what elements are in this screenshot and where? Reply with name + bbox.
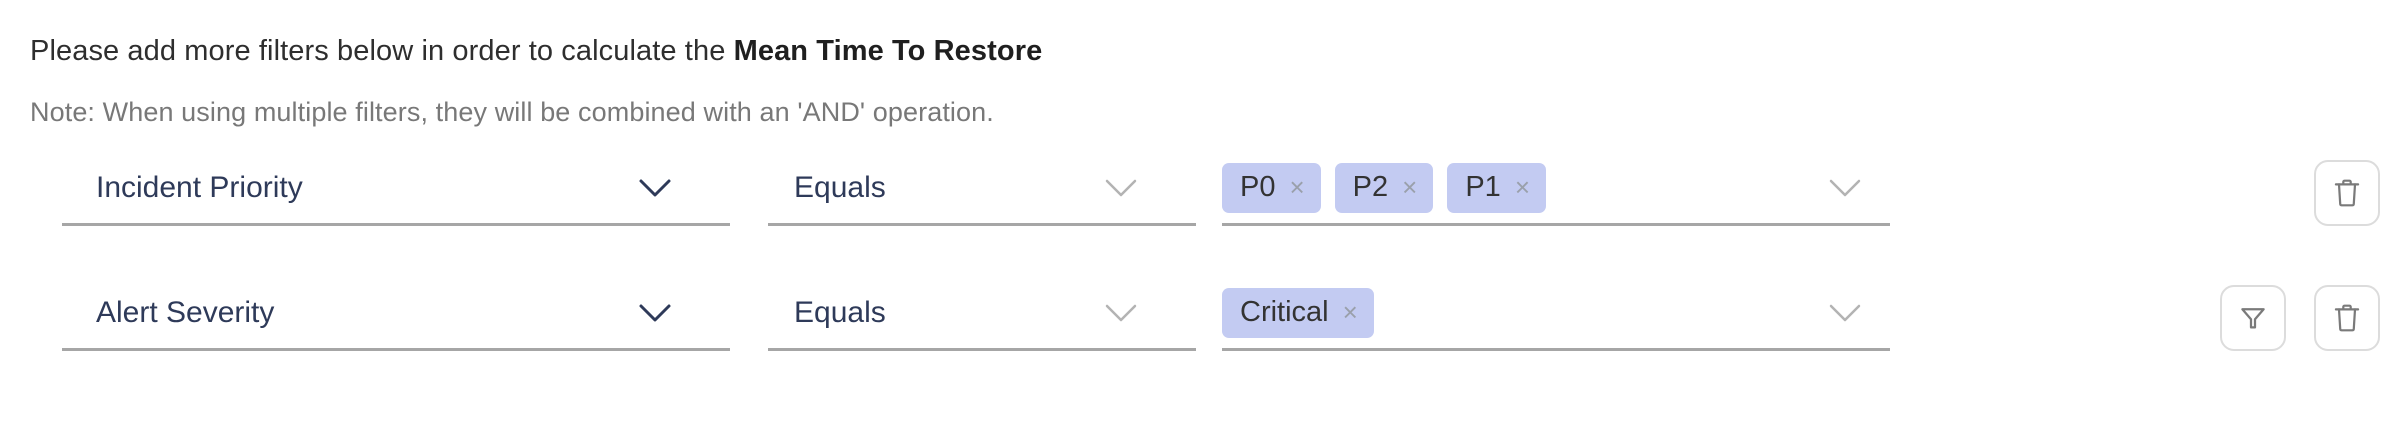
filter-note: Note: When using multiple filters, they …: [30, 97, 994, 127]
filter-operator-select[interactable]: Equals: [768, 158, 1196, 226]
filter-attribute-select[interactable]: Incident Priority: [62, 158, 730, 226]
filter-row-actions: [2220, 285, 2380, 351]
filter-value-chips: P0 × P2 × P1 ×: [1222, 162, 1828, 213]
chevron-down-icon[interactable]: [638, 177, 672, 199]
filter-operator-value: Equals: [794, 170, 886, 204]
add-filter-button[interactable]: [2220, 285, 2286, 351]
filter-row: Incident Priority Equals P0 ×: [0, 158, 2408, 283]
filter-value-chip[interactable]: P1 ×: [1447, 162, 1547, 213]
chip-label: P0: [1240, 171, 1276, 203]
close-icon[interactable]: ×: [1402, 172, 1418, 202]
filter-row: Alert Severity Equals Critical ×: [0, 283, 2408, 408]
filter-attribute-select[interactable]: Alert Severity: [62, 283, 730, 351]
trash-icon: [2334, 304, 2360, 332]
chip-label: P1: [1465, 171, 1501, 203]
close-icon[interactable]: ×: [1342, 297, 1358, 327]
filter-attribute-value: Alert Severity: [96, 295, 275, 329]
filter-value-chip[interactable]: Critical ×: [1222, 287, 1374, 338]
filter-attribute-value: Incident Priority: [96, 170, 303, 204]
delete-filter-button[interactable]: [2314, 285, 2380, 351]
filter-value-chip[interactable]: P0 ×: [1222, 162, 1321, 213]
filter-values-multiselect[interactable]: Critical ×: [1222, 283, 1890, 351]
chevron-down-icon[interactable]: [638, 302, 672, 324]
chevron-down-icon[interactable]: [1104, 302, 1138, 324]
close-icon[interactable]: ×: [1514, 172, 1531, 202]
chip-label: Critical: [1240, 296, 1329, 328]
filter-rows: Incident Priority Equals P0 ×: [0, 158, 2408, 408]
funnel-icon: [2241, 308, 2265, 329]
filter-value-chips: Critical ×: [1222, 287, 1828, 338]
chevron-down-icon[interactable]: [1828, 302, 1862, 324]
page-title: Please add more filters below in order t…: [30, 34, 1042, 68]
page-title-metric: Mean Time To Restore: [733, 35, 1043, 67]
trash-icon: [2334, 179, 2360, 207]
filter-operator-select[interactable]: Equals: [768, 283, 1196, 351]
filter-value-chip[interactable]: P2 ×: [1334, 162, 1434, 213]
filter-values-multiselect[interactable]: P0 × P2 × P1 ×: [1222, 158, 1890, 226]
chevron-down-icon[interactable]: [1104, 177, 1138, 199]
filter-row-actions: [2314, 160, 2380, 226]
delete-filter-button[interactable]: [2314, 160, 2380, 226]
chevron-down-icon[interactable]: [1828, 177, 1862, 199]
filter-operator-value: Equals: [794, 295, 886, 329]
page-title-prefix: Please add more filters below in order t…: [30, 35, 734, 67]
close-icon[interactable]: ×: [1289, 172, 1305, 202]
chip-label: P2: [1352, 171, 1389, 203]
